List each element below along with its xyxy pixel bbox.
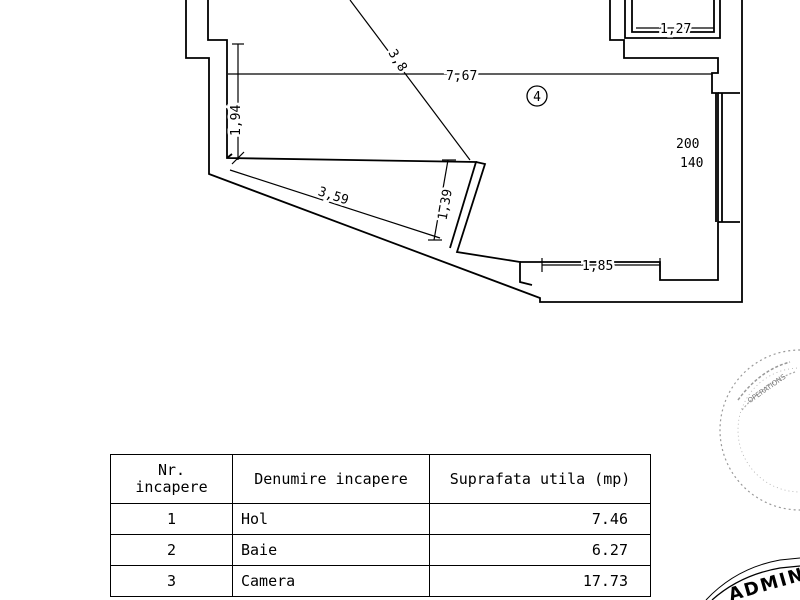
- table-row: 2 Baie 6.27: [110, 534, 651, 566]
- header-room-area: Suprafata utila (mp): [429, 454, 651, 504]
- cell-room-area: 7.46: [429, 503, 651, 535]
- cell-room-name: Hol: [232, 503, 430, 535]
- room-marker: 4: [526, 85, 548, 107]
- cell-room-number: 3: [110, 565, 233, 597]
- stamp-text-side: ADMINI: [726, 562, 800, 600]
- stamp-seal: OPERATIONS ADMINI: [705, 349, 800, 600]
- cell-room-name: Baie: [232, 534, 430, 566]
- cell-room-number: 1: [110, 503, 233, 535]
- header-room-number: Nr. incapere: [110, 454, 233, 504]
- table-row: 3 Camera 17.73: [110, 565, 651, 597]
- cell-room-area: 6.27: [429, 534, 651, 566]
- window-label-height: 140: [680, 156, 703, 171]
- dimension-lines: [228, 0, 714, 272]
- window-label-width: 200: [676, 137, 699, 152]
- room-number: 4: [533, 90, 541, 105]
- dim-top-right: 1,27: [660, 22, 691, 37]
- table-row: 1 Hol 7.46: [110, 503, 651, 535]
- dim-niche-depth: 1,39: [436, 188, 456, 221]
- cell-room-number: 2: [110, 534, 233, 566]
- wall-outline: [185, 0, 743, 303]
- dim-width-top: 7,67: [446, 69, 477, 84]
- dim-left-height: 1,94: [229, 105, 244, 136]
- dimension-labels: 7,67 3,8 1,94 3,59 1,39 1,85 1,27 200 14…: [227, 20, 704, 277]
- cell-room-name: Camera: [232, 565, 430, 597]
- stamp-text-top: OPERATIONS: [746, 373, 788, 405]
- cell-room-area: 17.73: [429, 565, 651, 597]
- dim-bottom-segment: 1,85: [582, 259, 613, 274]
- table-header-row: Nr. incapere Denumire incapere Suprafata…: [110, 454, 651, 504]
- header-room-name: Denumire incapere: [232, 454, 430, 504]
- dim-slant-wall: 3,59: [316, 184, 350, 208]
- room-area-table: Nr. incapere Denumire incapere Suprafata…: [110, 454, 651, 597]
